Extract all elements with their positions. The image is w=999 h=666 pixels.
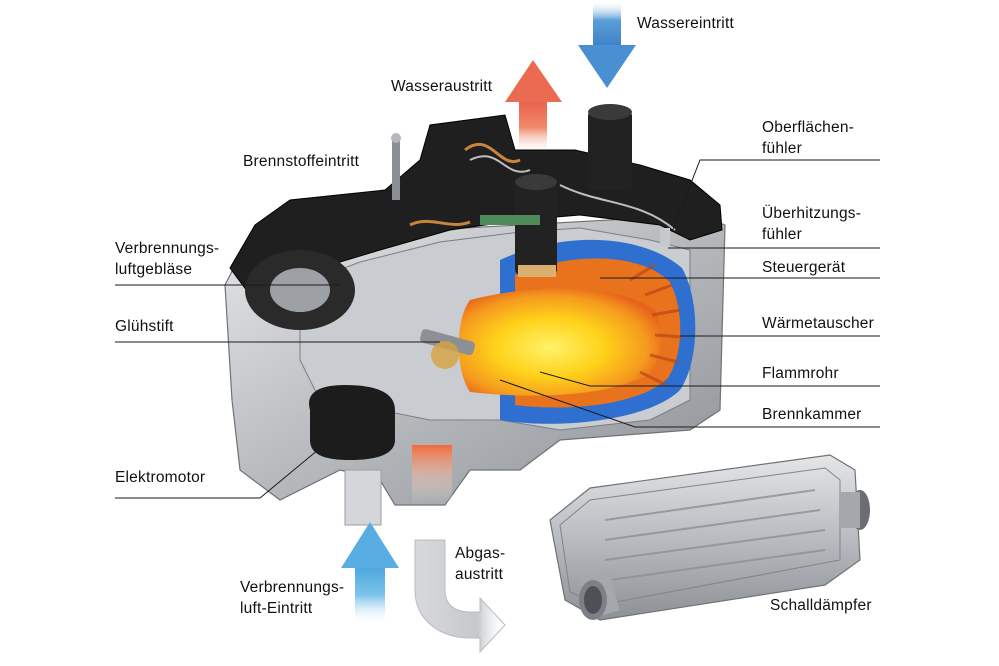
label-flammrohr: Flammrohr [762, 365, 839, 382]
label-line: Oberflächen- [762, 119, 855, 136]
label-gluehstift: Glühstift [115, 318, 174, 335]
exhaust-pipe-glow [412, 445, 452, 505]
label-verbrennungsluft-eintritt: Verbrennungs- luft-Eintritt [240, 577, 344, 619]
leader-lines [115, 159, 880, 499]
label-line: Abgas- [455, 545, 506, 562]
water-inlet-arrow [578, 0, 636, 88]
label-line: luft-Eintritt [240, 600, 313, 617]
label-line: austritt [455, 566, 504, 583]
muffler-illustration [549, 454, 870, 621]
label-schalldaempfer: Schalldämpfer [770, 597, 872, 614]
label-brennstoffeintritt: Brennstoffeintritt [243, 153, 360, 170]
label-abgasaustritt: Abgas- austritt [455, 543, 505, 585]
label-elektromotor: Elektromotor [115, 469, 206, 486]
air-inlet-arrow [341, 522, 399, 625]
label-brennkammer: Brennkammer [762, 406, 862, 423]
label-line: fühler [762, 140, 802, 157]
label-wasseraustritt: Wasseraustritt [391, 78, 493, 95]
air-intake-pipe [344, 469, 382, 526]
label-ueberhitzungsfuehler: Überhitzungs- fühler [762, 203, 861, 245]
label-oberflaechenfuehler: Oberflächen- fühler [762, 117, 854, 159]
label-line: Verbrennungs- [115, 240, 220, 257]
label-line: Verbrennungs- [240, 579, 345, 596]
label-waermetauscher: Wärmetauscher [762, 315, 874, 332]
label-steuergeraet: Steuergerät [762, 259, 846, 276]
label-wassereintritt: Wassereintritt [637, 15, 734, 32]
exhaust-outlet-arrow [414, 539, 506, 654]
label-line: fühler [762, 226, 802, 243]
water-outlet-arrow [505, 60, 562, 155]
heater-body [224, 104, 726, 506]
label-verbrennungsluftgeblaese: Verbrennungs- luftgebläse [115, 238, 219, 280]
label-line: Überhitzungs- [762, 205, 862, 222]
label-line: luftgebläse [115, 261, 193, 278]
